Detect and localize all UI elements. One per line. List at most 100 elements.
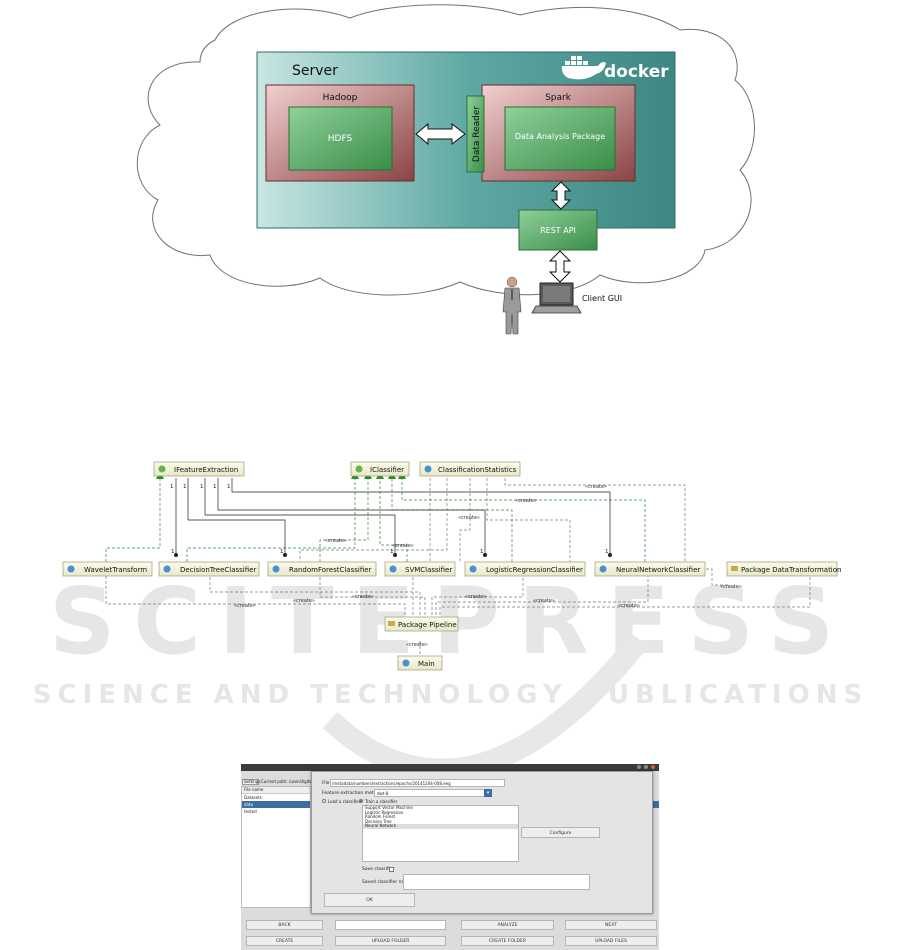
svg-text:«create»: «create» [515, 498, 537, 504]
uml-class-decision-tree-classifier: DecisionTreeClassifier [158, 561, 260, 577]
hadoop-label: Hadoop [323, 93, 358, 103]
list-item[interactable]: Random Forest [365, 814, 396, 820]
svg-text:1: 1 [200, 484, 204, 490]
feature-method-select[interactable]: dwt-8 [374, 789, 492, 797]
svg-text:«create»: «create» [458, 515, 480, 521]
hdfs-box [288, 106, 393, 171]
list-item[interactable]: Logistic Regression [365, 809, 404, 815]
svg-text:«create»: «create» [406, 642, 428, 648]
uml-class-random-forest-classifier: RandomForestClassifier [267, 561, 377, 577]
rest-api-box [518, 209, 598, 251]
uml-package-pipeline: Package Pipeline [384, 616, 459, 632]
classifier-list[interactable]: Support Vector Machine Logistic Regressi… [362, 805, 519, 862]
svg-text:«create»: «create» [293, 598, 315, 604]
svg-text:1: 1 [170, 484, 174, 490]
svg-text:«create»: «create» [533, 598, 555, 604]
svg-text:LogisticRegressionClassifier: LogisticRegressionClassifier [486, 566, 583, 574]
svg-text:1: 1 [213, 484, 217, 490]
svg-text:IClassifier: IClassifier [370, 466, 404, 474]
back-button[interactable]: BACK [246, 920, 323, 930]
next-button[interactable]: NEXT [565, 920, 657, 930]
ok-button[interactable]: OK [324, 893, 415, 907]
svg-text:RandomForestClassifier: RandomForestClassifier [289, 566, 372, 574]
bottom-input-field[interactable] [335, 920, 446, 930]
radio-train-label: Train a classifier [365, 799, 398, 804]
docker-logo: docker [561, 56, 669, 82]
file-row[interactable]: Datasets [244, 795, 262, 800]
list-item[interactable]: Decision Tree [365, 818, 392, 824]
svg-text:«create»: «create» [720, 584, 742, 590]
configure-button[interactable]: Configure [521, 827, 600, 838]
client-gui-label: Client GUI [582, 294, 622, 303]
feature-method-label: Feature extraction method [322, 791, 383, 796]
uml-class-svm-classifier: SVMClassifier [384, 561, 456, 577]
list-item[interactable]: Support Vector Machine [365, 805, 413, 810]
rest-api-label: REST API [540, 226, 576, 235]
uml-package-data-transformation: Package DataTransformation [726, 561, 841, 577]
spark-rest-arrow [550, 181, 572, 210]
hdfs-reader-arrow [415, 122, 466, 146]
create-labels: «create» «create» «create» «create» «cre… [234, 484, 742, 648]
svg-text:«create»: «create» [465, 594, 487, 600]
file-path-field[interactable]: /metadata/numbers/extractions/epochs/201… [330, 779, 505, 787]
svg-text:1: 1 [171, 549, 175, 555]
svg-text:«create»: «create» [618, 603, 640, 609]
file-name-header: File name [242, 787, 310, 794]
save-classifier-label: Save classifier [362, 867, 395, 872]
svg-text:«create»: «create» [325, 538, 347, 544]
radio-train[interactable] [359, 799, 363, 803]
upload-files-button[interactable]: UPLOAD FILES [565, 936, 657, 946]
list-item-selected[interactable]: Neural Network [363, 824, 518, 829]
uml-class-classification-statistics: ClassificationStatistics [419, 461, 521, 477]
rest-client-arrow [548, 250, 572, 283]
radio-load-label: Load a classifier [328, 799, 361, 804]
upload-folder-button[interactable]: UPLOAD FOLDER [335, 936, 446, 946]
uml-class-ifeature-extraction: IFeatureExtraction [153, 461, 245, 477]
svg-text:1: 1 [280, 549, 284, 555]
chevron-down-icon[interactable]: ▾ [484, 789, 492, 797]
maximize-icon[interactable] [644, 765, 648, 769]
svg-text:NeuralNetworkClassifier: NeuralNetworkClassifier [616, 566, 700, 574]
minimize-icon[interactable] [637, 765, 641, 769]
svg-text:«create»: «create» [234, 603, 256, 609]
saved-name-label: Saved classifier name [362, 880, 412, 885]
file-label: File [322, 781, 330, 786]
svg-text:«create»: «create» [352, 594, 374, 600]
svg-text:1: 1 [183, 484, 187, 490]
current-path: Current path: /user/digits [261, 779, 311, 784]
file-row[interactable]: tested [244, 809, 257, 814]
client-gui-window: Settings Current path: /user/digits File… [241, 764, 659, 950]
saved-name-field[interactable] [403, 874, 590, 890]
svg-text:1: 1 [227, 484, 231, 490]
svg-text:DecisionTreeClassifier: DecisionTreeClassifier [180, 566, 256, 574]
close-icon[interactable] [651, 765, 655, 769]
uml-class-main: Main [397, 655, 443, 671]
uml-diagram: 1 1 1 1 1 1 1 1 1 1 «create» «create» «c… [62, 461, 841, 671]
laptop-icon [531, 282, 582, 314]
svg-text:«create»: «create» [585, 484, 607, 490]
svg-text:Package Pipeline: Package Pipeline [398, 621, 457, 629]
analyze-button[interactable]: ANALYZE [461, 920, 554, 930]
settings-menu[interactable]: Settings [242, 779, 261, 785]
svg-text:SVMClassifier: SVMClassifier [405, 566, 452, 574]
analysis-package-box [504, 106, 616, 171]
svg-text:«create»: «create» [392, 543, 414, 549]
svg-text:1: 1 [605, 549, 609, 555]
analysis-package-label: Data Analysis Package [515, 132, 605, 141]
classifier-dialog: File /metadata/numbers/extractions/epoch… [311, 771, 653, 914]
svg-text:1: 1 [480, 549, 484, 555]
hdfs-label: HDFS [328, 134, 353, 144]
svg-text:IFeatureExtraction: IFeatureExtraction [174, 466, 238, 474]
spark-label: Spark [545, 93, 572, 103]
uml-class-logistic-regression-classifier: LogisticRegressionClassifier [464, 561, 586, 577]
save-classifier-checkbox[interactable] [389, 867, 394, 872]
svg-text:ClassificationStatistics: ClassificationStatistics [438, 466, 517, 474]
svg-text:WaveletTransform: WaveletTransform [84, 566, 147, 574]
radio-load[interactable] [322, 799, 326, 803]
file-row-selected[interactable]: data [242, 801, 310, 808]
server-label: Server [292, 63, 338, 79]
create-button[interactable]: CREATE [246, 936, 323, 946]
create-folder-button[interactable]: CREATE FOLDER [461, 936, 554, 946]
window-titlebar [241, 764, 659, 771]
uml-class-neural-network-classifier: NeuralNetworkClassifier [594, 561, 706, 577]
